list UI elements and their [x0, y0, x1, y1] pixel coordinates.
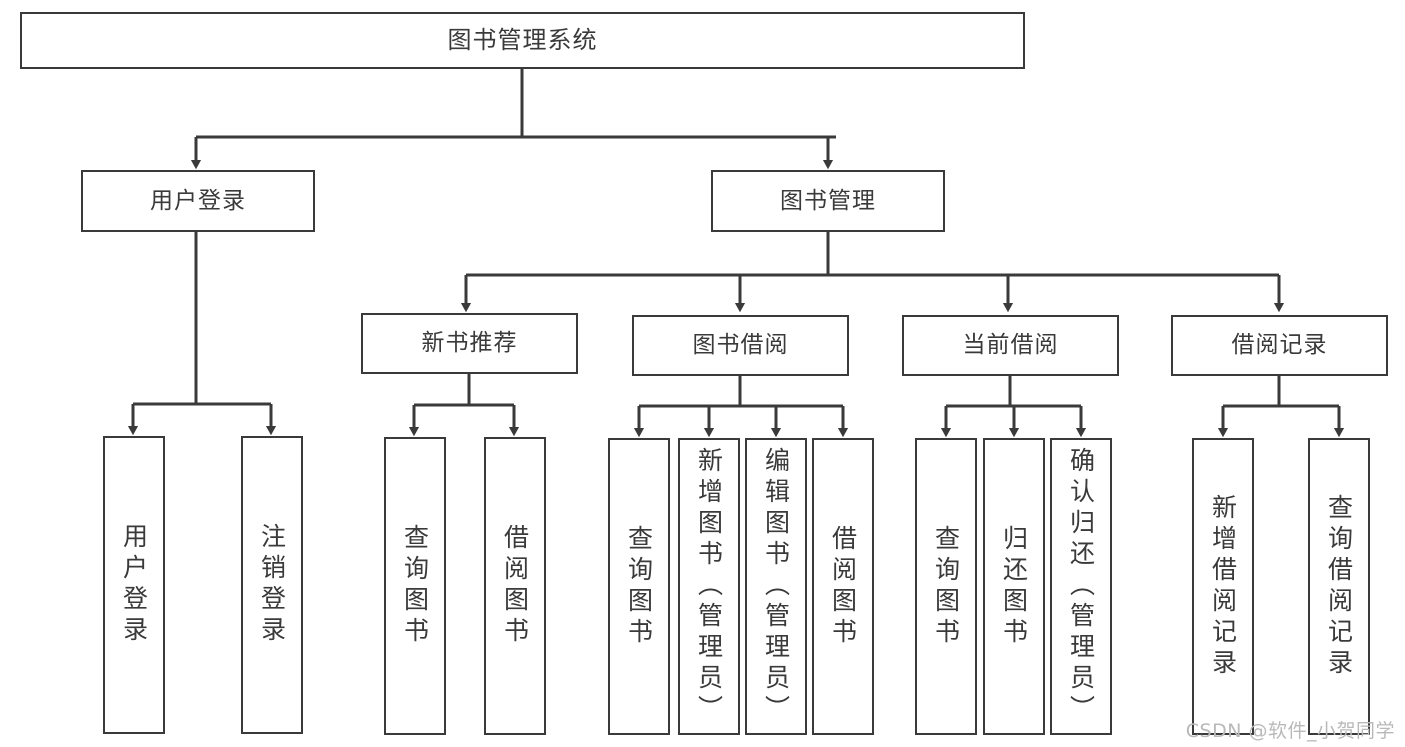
leaf-current-confirm-return-admin[interactable]: 确认归还（管理员）	[1050, 438, 1112, 735]
node-label: 借阅图书	[500, 524, 530, 648]
leaf-borrow-query-books[interactable]: 查询图书	[608, 438, 670, 735]
node-user-login[interactable]: 用户登录	[81, 170, 315, 232]
node-label: 确认归还（管理员）	[1066, 447, 1096, 726]
leaf-new-book-query-books[interactable]: 查询图书	[384, 437, 446, 735]
node-book-borrow[interactable]: 图书借阅	[632, 315, 849, 376]
node-label: 查询图书	[400, 524, 430, 648]
leaf-record-add-borrow-record[interactable]: 新增借阅记录	[1192, 438, 1254, 735]
leaf-user-login[interactable]: 用户登录	[103, 436, 165, 734]
node-label: 图书借阅	[692, 332, 789, 359]
node-label: 编辑图书（管理员）	[761, 447, 791, 726]
node-label: 当前借阅	[962, 332, 1059, 359]
leaf-borrow-edit-book-admin[interactable]: 编辑图书（管理员）	[745, 438, 807, 735]
node-label: 借阅记录	[1231, 332, 1328, 359]
csdn-watermark: CSDN @软件_小贺同学	[1185, 720, 1395, 742]
node-label: 归还图书	[999, 524, 1029, 649]
node-label: 注销登录	[257, 523, 287, 647]
node-root-book-management-system[interactable]: 图书管理系统	[20, 12, 1025, 69]
node-label: 新增借阅记录	[1208, 493, 1238, 680]
node-label: 新书推荐	[421, 330, 518, 357]
node-label: 借阅图书	[828, 524, 858, 649]
leaf-borrow-borrow-books[interactable]: 借阅图书	[812, 438, 874, 735]
node-current-borrow[interactable]: 当前借阅	[902, 315, 1119, 376]
leaf-current-query-books[interactable]: 查询图书	[915, 438, 977, 735]
node-label: 用户登录	[150, 187, 246, 214]
leaf-borrow-add-book-admin[interactable]: 新增图书（管理员）	[678, 438, 740, 735]
node-label: 用户登录	[119, 523, 149, 647]
node-new-book-recommendation[interactable]: 新书推荐	[361, 313, 578, 374]
node-book-management[interactable]: 图书管理	[711, 170, 945, 232]
node-label: 新增图书（管理员）	[694, 447, 724, 726]
leaf-logout-login[interactable]: 注销登录	[241, 436, 303, 734]
node-borrow-record[interactable]: 借阅记录	[1171, 315, 1388, 376]
leaf-new-book-borrow-books[interactable]: 借阅图书	[484, 437, 546, 735]
leaf-record-query-borrow-record[interactable]: 查询借阅记录	[1308, 438, 1370, 735]
leaf-current-return-books[interactable]: 归还图书	[983, 438, 1045, 735]
node-label: 图书管理	[780, 187, 876, 214]
node-label: 查询图书	[624, 524, 654, 649]
node-label: 查询借阅记录	[1324, 493, 1354, 680]
node-label: 图书管理系统	[447, 25, 598, 54]
node-label: 查询图书	[931, 524, 961, 649]
